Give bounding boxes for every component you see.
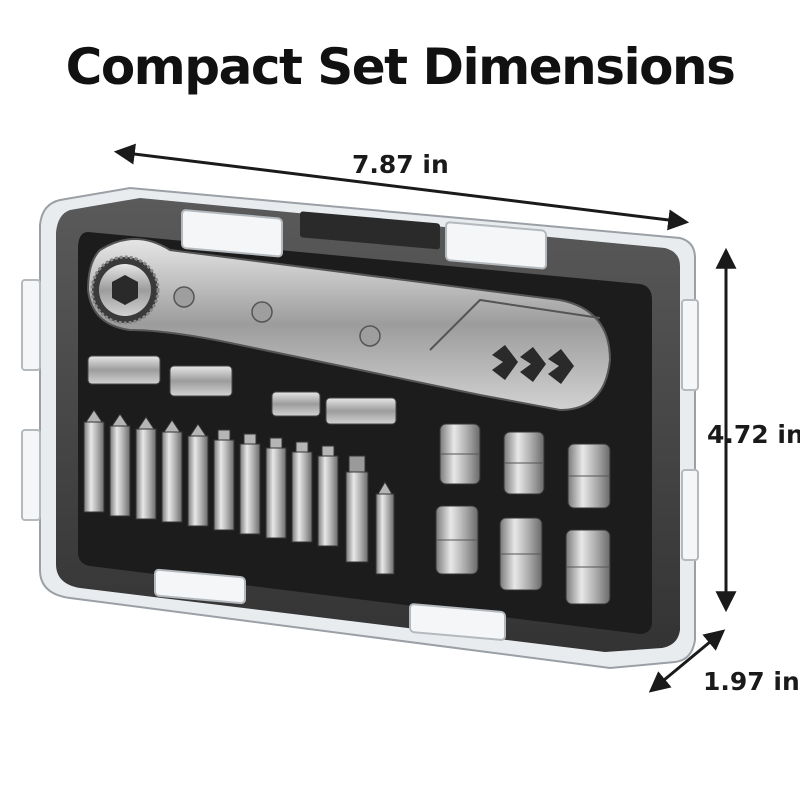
page-title: Compact Set Dimensions <box>65 38 736 96</box>
width-dimension-label: 7.87 in <box>352 150 449 179</box>
extension-adapters <box>87 355 397 425</box>
height-dimension-label: 4.72 in <box>707 420 800 449</box>
depth-arrow <box>648 629 726 693</box>
width-arrow <box>113 143 690 231</box>
depth-dimension-label: 1.97 in <box>703 667 800 696</box>
screwdriver-bits <box>83 409 395 575</box>
sockets <box>435 423 611 605</box>
ratchet-wrench <box>86 238 612 412</box>
